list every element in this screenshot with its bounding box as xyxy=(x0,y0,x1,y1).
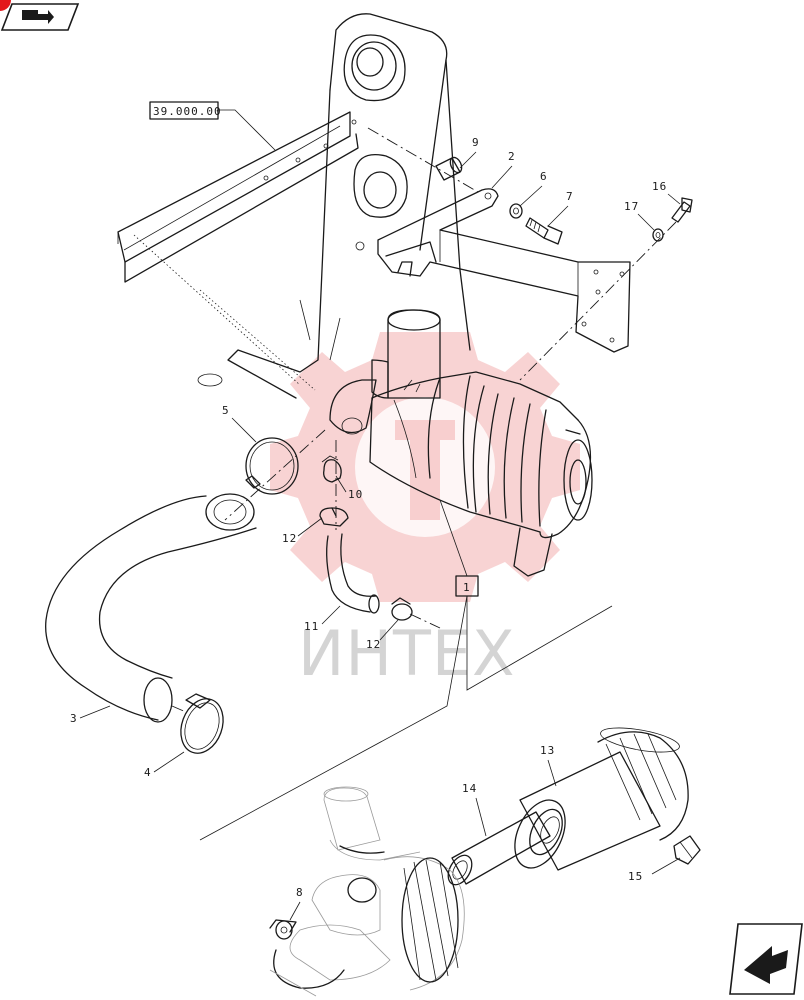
callout-3[interactable]: 3 xyxy=(70,705,111,725)
callout-10[interactable]: 10 xyxy=(335,475,363,501)
next-page-arrow-icon[interactable] xyxy=(729,923,803,995)
clamp-10 xyxy=(321,455,342,483)
frame-chassis xyxy=(117,13,471,399)
reference-box[interactable]: 39.000.00 xyxy=(149,101,276,151)
callout-11[interactable]: 11 xyxy=(304,605,341,633)
mounting-bracket xyxy=(377,188,631,353)
washer-17 xyxy=(652,228,664,242)
small-hose-11 xyxy=(326,533,380,614)
callout-13[interactable]: 13 xyxy=(540,744,557,787)
intake-hose xyxy=(45,493,257,723)
svg-text:10: 10 xyxy=(348,488,363,501)
air-filter-housing xyxy=(329,309,593,577)
svg-text:8: 8 xyxy=(296,886,304,899)
callout-15[interactable]: 15 xyxy=(628,857,681,883)
svg-text:13: 13 xyxy=(540,744,555,757)
washer-6 xyxy=(509,203,523,219)
callout-17[interactable]: 17 xyxy=(624,200,655,231)
callout-14[interactable]: 14 xyxy=(462,782,487,837)
svg-text:12: 12 xyxy=(366,638,381,651)
callout-2[interactable]: 2 xyxy=(491,150,516,189)
svg-text:12: 12 xyxy=(282,532,297,545)
clamp-12-lower xyxy=(391,597,413,621)
callout-9[interactable]: 9 xyxy=(459,136,480,169)
svg-text:6: 6 xyxy=(540,170,548,183)
svg-text:16: 16 xyxy=(652,180,667,193)
primary-filter-element-13 xyxy=(514,727,689,871)
watermark-gear-logo xyxy=(270,332,580,602)
dowel-pin xyxy=(435,156,463,181)
watermark-text: ИНТЕХ xyxy=(298,617,516,690)
callout-12-upper[interactable]: 12 xyxy=(282,517,323,545)
svg-text:14: 14 xyxy=(462,782,477,795)
svg-text:5: 5 xyxy=(222,404,230,417)
callout-6[interactable]: 6 xyxy=(519,170,548,207)
corner-marker xyxy=(0,0,11,11)
restriction-indicator-8 xyxy=(269,919,297,940)
svg-text:3: 3 xyxy=(70,712,78,725)
clamp-5 xyxy=(245,437,299,495)
bolt-16 xyxy=(671,197,693,223)
bolt-7 xyxy=(525,217,563,245)
callout-4[interactable]: 4 xyxy=(144,751,185,779)
callout-7[interactable]: 7 xyxy=(547,190,574,227)
svg-text:7: 7 xyxy=(566,190,574,203)
bookmark-arrow-icon[interactable] xyxy=(0,3,80,31)
clamp-4 xyxy=(180,693,224,754)
secondary-filter-element-14 xyxy=(447,811,551,886)
reference-label: 39.000.00 xyxy=(153,105,222,118)
clamp-12-upper xyxy=(319,507,349,527)
svg-text:17: 17 xyxy=(624,200,639,213)
housing-ghost-lower xyxy=(269,786,465,997)
svg-text:15: 15 xyxy=(628,870,643,883)
assembly-label: 1 xyxy=(463,581,471,594)
callout-12-lower[interactable]: 12 xyxy=(366,619,399,651)
callout-16[interactable]: 16 xyxy=(652,180,681,205)
dust-valve-15 xyxy=(673,835,701,865)
svg-text:2: 2 xyxy=(508,150,516,163)
callout-8[interactable]: 8 xyxy=(289,886,304,921)
svg-text:4: 4 xyxy=(144,766,152,779)
callout-5[interactable]: 5 xyxy=(222,404,257,443)
svg-text:9: 9 xyxy=(472,136,480,149)
svg-text:11: 11 xyxy=(304,620,319,633)
assembly-box[interactable]: 1 xyxy=(199,499,613,841)
